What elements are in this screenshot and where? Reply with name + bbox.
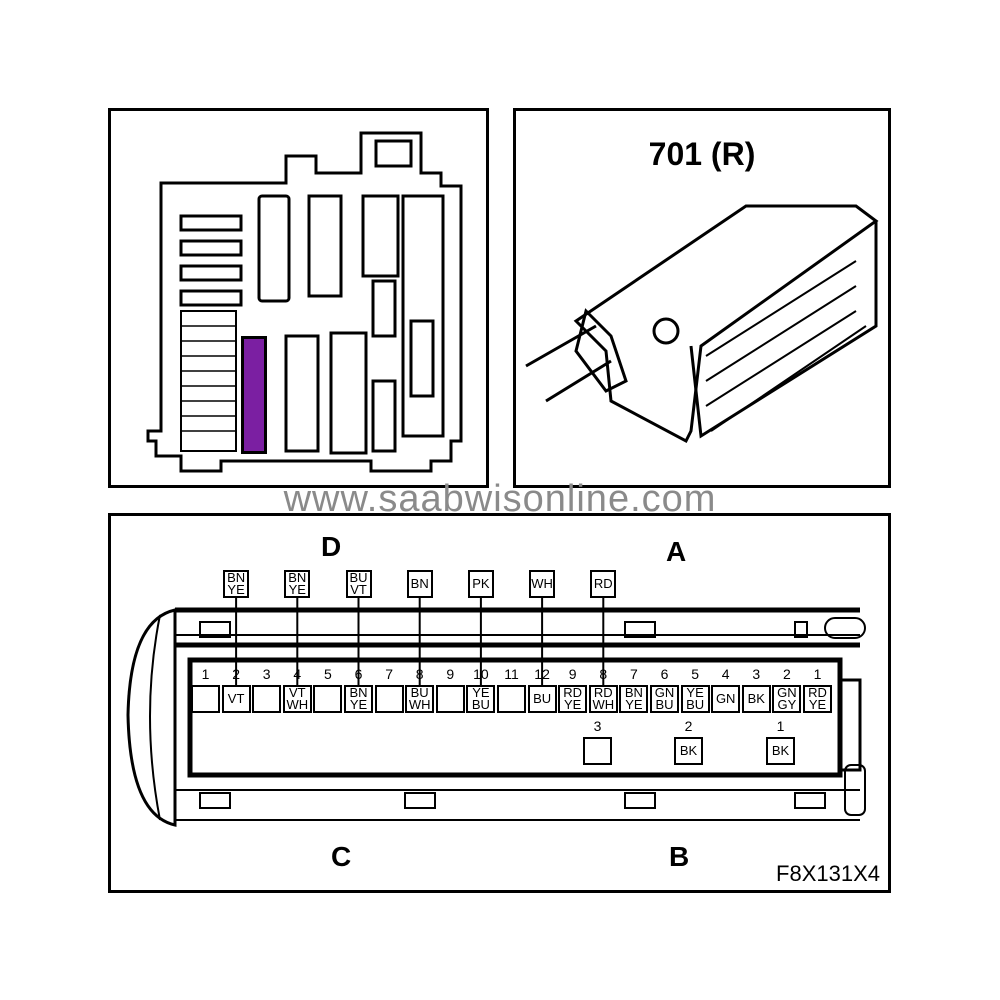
pin-cavity: YE BU: [466, 685, 496, 713]
pin-cavity: YE BU: [680, 685, 710, 713]
wire-color-label: WH: [529, 570, 556, 598]
pin-number: 4: [293, 666, 302, 682]
pin-cavity: BK: [766, 737, 795, 765]
pin-cavity: VT WH: [282, 685, 312, 713]
pin-number: 1: [201, 666, 210, 682]
pin-cavity: [435, 685, 465, 713]
connector-title: 701 (R): [648, 136, 756, 172]
pin-number: 7: [385, 666, 393, 682]
pin-number: 12: [534, 666, 550, 682]
figure-code: F8X131X4: [776, 861, 880, 886]
pin-number: 2: [232, 666, 240, 682]
pin-cavity: RD WH: [588, 685, 618, 713]
pin-number: 9: [446, 666, 455, 682]
side-label-d: D: [321, 531, 342, 562]
pin-number: 10: [473, 666, 489, 682]
pin-cavity: [191, 685, 220, 713]
pin-cavity: RD YE: [558, 685, 588, 713]
pin-number: 8: [415, 666, 424, 682]
side-label-c: C: [331, 841, 352, 872]
pin-cavity: VT: [221, 685, 251, 713]
pin-number: 2: [782, 666, 791, 682]
wire-color-label: BN YE: [284, 570, 311, 598]
side-label-b: B: [669, 841, 690, 872]
pin-number: 3: [262, 666, 271, 682]
pin-number: 1: [776, 718, 785, 734]
pin-number: 11: [504, 666, 519, 682]
pin-number: 5: [691, 666, 699, 682]
highlighted-fuse-slot: [241, 336, 267, 454]
pin-cavity: BN YE: [619, 685, 649, 713]
fusebox-panel: [108, 108, 489, 488]
pin-number: 6: [354, 666, 363, 682]
pin-number: 5: [323, 666, 332, 682]
pin-cavity: BK: [674, 737, 703, 765]
pin-number: 3: [593, 718, 602, 734]
wire-color-label: BU VT: [345, 570, 372, 598]
pin-number: 9: [568, 666, 577, 682]
pin-cavity: [497, 685, 526, 713]
pin-cavity: GN BU: [650, 685, 679, 713]
pin-number: 1: [813, 666, 822, 682]
pin-number: 7: [629, 666, 638, 682]
pin-cavity: GN: [711, 685, 741, 713]
pin-cavity: BU: [527, 685, 557, 713]
side-label-a: A: [666, 536, 687, 567]
pin-number: 4: [721, 666, 730, 682]
pin-number: 6: [660, 666, 669, 682]
pin-number: 2: [684, 718, 693, 734]
wire-color-label: PK: [467, 570, 494, 598]
wire-color-label: RD: [590, 570, 617, 598]
connector-illustration: [525, 204, 879, 444]
pin-cavity: [374, 685, 404, 713]
connector-panel: 701 (R): [513, 108, 891, 488]
pin-cavity: BK: [741, 685, 771, 713]
wire-color-label: BN: [406, 570, 433, 598]
pin-cavity: GN GY: [772, 685, 802, 713]
wire-color-label: BN YE: [223, 570, 250, 598]
fusebox-illustration: [146, 131, 463, 473]
pin-cavity: BU WH: [405, 685, 435, 713]
pin-cavity: [313, 685, 343, 713]
pin-cavity: [252, 685, 282, 713]
pin-number: 3: [752, 666, 761, 682]
pin-cavity: [583, 737, 612, 765]
pin-number: 8: [599, 666, 608, 682]
pin-cavity: RD YE: [803, 685, 832, 713]
pin-cavity: BN YE: [344, 685, 373, 713]
